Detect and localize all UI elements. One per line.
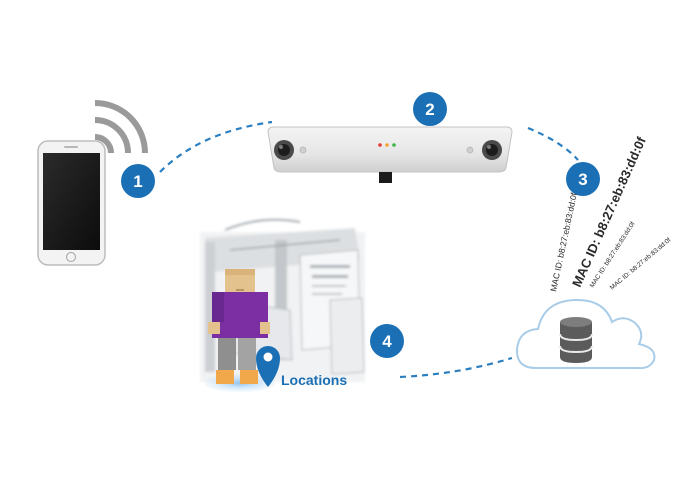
database-icon: [559, 317, 593, 363]
connector-2-3: [527, 126, 579, 161]
locations-label: Locations: [281, 372, 347, 388]
connector-cloud-4: [399, 356, 513, 379]
step-3-badge: 3: [566, 162, 600, 196]
stereo-camera-sensor-icon: [267, 126, 513, 183]
location-pin-icon: [256, 346, 280, 387]
step-2-label: 2: [425, 100, 434, 119]
step-2-badge: 2: [413, 92, 447, 126]
step-4-badge: 4: [370, 324, 404, 358]
step-4-label: 4: [382, 332, 392, 351]
wifi-signal-icon: [94, 100, 148, 154]
person-figure: [208, 269, 270, 384]
step-1-label: 1: [133, 172, 142, 191]
store-scene-illustration: [200, 218, 365, 382]
step-3-label: 3: [578, 170, 587, 189]
connector-1-2: [159, 120, 273, 173]
cloud-database-icon: [515, 298, 656, 370]
step-1-badge: 1: [121, 164, 155, 198]
smartphone-icon: [37, 140, 106, 266]
